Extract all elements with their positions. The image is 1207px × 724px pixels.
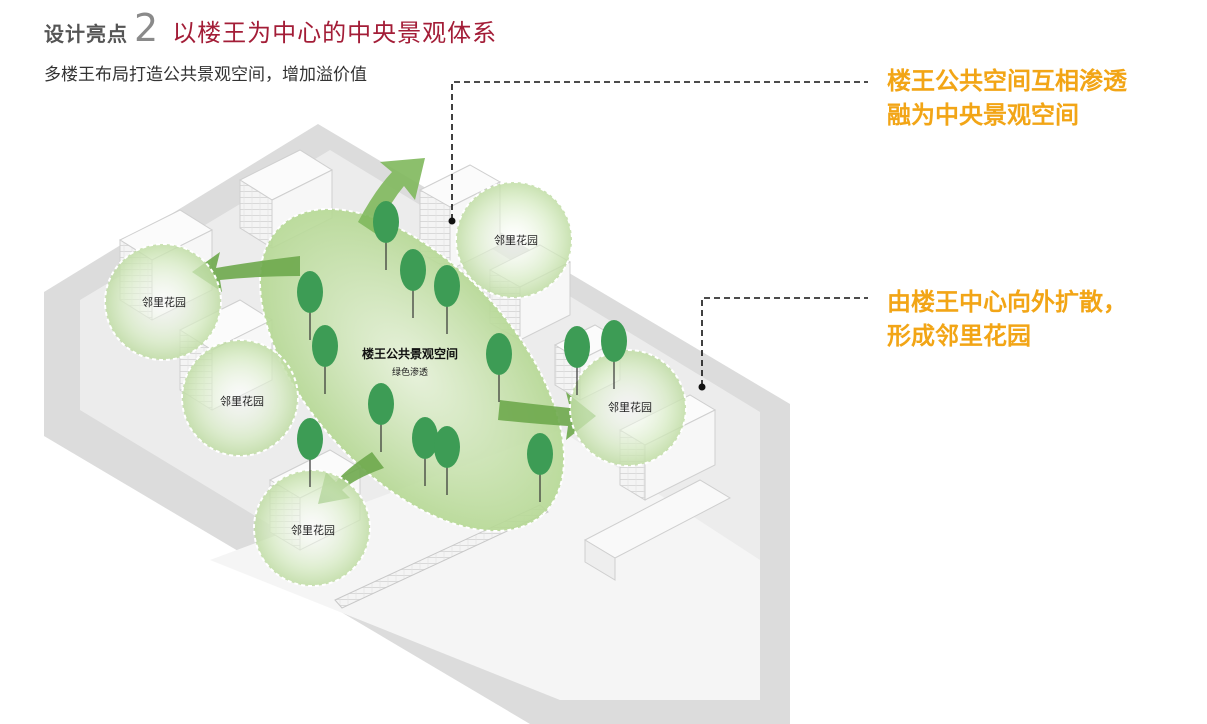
highlight-label: 设计亮点: [44, 22, 128, 46]
page-title: 以楼王为中心的中央景观体系: [172, 19, 498, 47]
callout-right-line2: 形成邻里花园: [887, 322, 1031, 350]
garden-label-2: 邻里花园: [142, 296, 186, 309]
leader-dot-top: [448, 217, 456, 225]
garden-circle-2: [104, 243, 222, 361]
garden-label-5: 邻里花园: [291, 524, 335, 537]
neighborhood-gardens: [104, 181, 687, 587]
garden-label-3: 邻里花园: [220, 395, 264, 408]
garden-circle-5: [253, 469, 371, 587]
central-space-sublabel: 绿色渗透: [392, 366, 428, 378]
tree: [297, 271, 323, 340]
diagram-labels: 楼王公共景观空间 绿色渗透 邻里花园 邻里花园 邻里花园 邻里花园 邻里花园: [142, 234, 652, 537]
tree: [527, 433, 553, 502]
tree: [400, 249, 426, 318]
tree: [564, 326, 590, 395]
tree: [486, 333, 512, 402]
page-subtitle: 多楼王布局打造公共景观空间，增加溢价值: [44, 65, 367, 85]
tree: [412, 417, 438, 486]
tree: [434, 265, 460, 334]
leader-lines: [451, 81, 868, 386]
garden-label-1: 邻里花园: [494, 234, 538, 247]
garden-circle-1: [455, 181, 573, 299]
highlight-number: 2: [134, 6, 159, 50]
tree: [368, 383, 394, 452]
leader-line-top: [451, 81, 868, 220]
page-header: 设计亮点 2 以楼王为中心的中央景观体系: [44, 6, 497, 52]
callout-right: 由楼王中心向外扩散， 形成邻里花园: [887, 285, 1127, 353]
callout-top-line2: 融为中央景观空间: [887, 101, 1079, 129]
tree: [434, 426, 460, 495]
tree: [297, 418, 323, 487]
garden-circle-3: [181, 339, 299, 457]
trees: [297, 201, 627, 502]
leader-dot-right: [698, 383, 706, 391]
garden-label-4: 邻里花园: [608, 401, 652, 414]
central-landscape-space: [258, 207, 566, 533]
arrow-left: [192, 252, 300, 292]
callout-top-line1: 楼王公共空间互相渗透: [887, 67, 1127, 95]
tree: [373, 201, 399, 270]
central-space-label: 楼王公共景观空间: [362, 346, 458, 361]
tree: [601, 320, 627, 389]
tree: [312, 325, 338, 394]
callout-top: 楼王公共空间互相渗透 融为中央景观空间: [887, 64, 1127, 132]
garden-circle-4: [569, 349, 687, 467]
callout-right-line1: 由楼王中心向外扩散，: [887, 288, 1127, 316]
